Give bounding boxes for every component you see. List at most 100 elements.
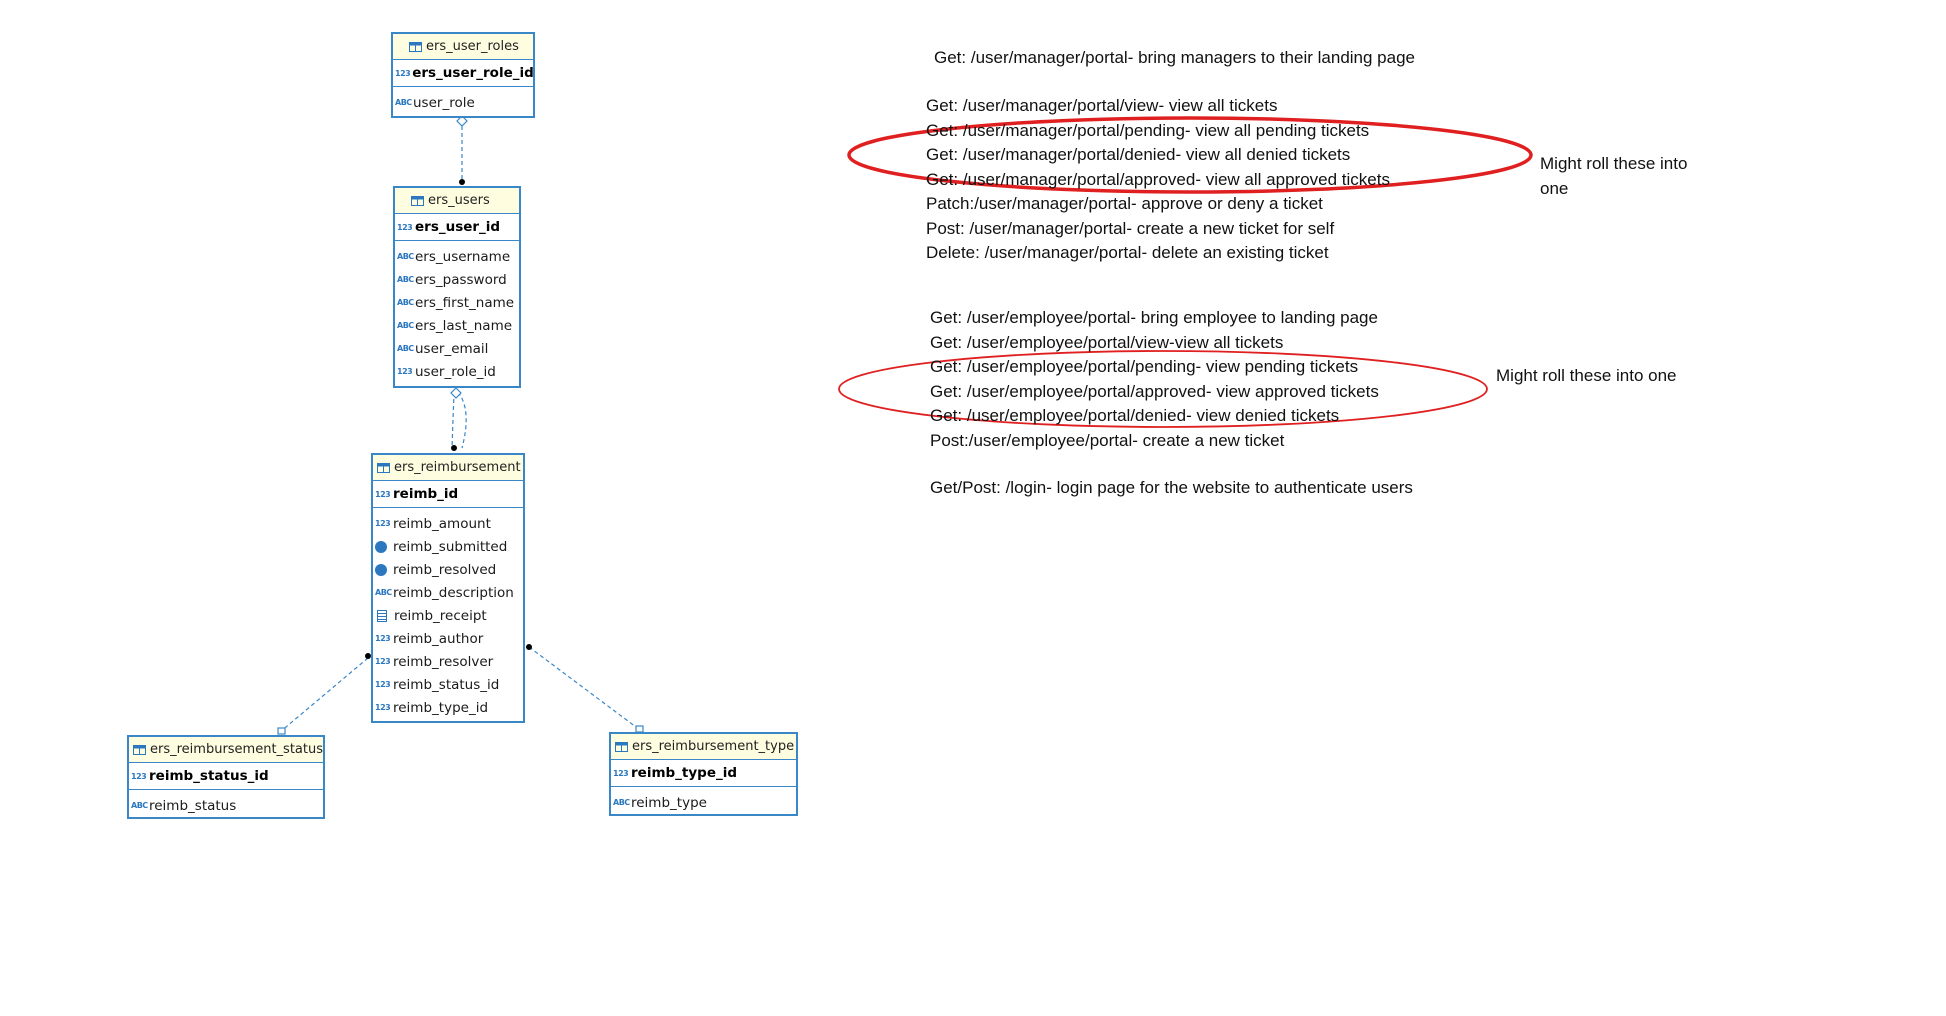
link-start-diamond — [450, 387, 462, 399]
column-name: reimb_type — [631, 794, 707, 811]
column-name: reimb_type_id — [393, 699, 489, 716]
text-type-icon: ABC — [395, 98, 412, 107]
endpoint-line: Get: /user/manager/portal/view- view all… — [926, 96, 1278, 115]
column-row[interactable]: reimb_resolved — [373, 558, 523, 581]
endpoint-line: Get: /user/manager/portal/denied- view a… — [926, 145, 1351, 164]
table-icon — [133, 744, 146, 755]
table-icon — [409, 41, 422, 52]
primary-key-name: ers_user_role_id — [412, 65, 534, 81]
column-name: ers_password — [415, 271, 507, 288]
text-type-icon: ABC — [397, 321, 414, 330]
key-icon: 123 — [397, 222, 413, 232]
table-name: ers_users — [428, 193, 490, 208]
annotation-line: Might roll these into — [1540, 154, 1688, 173]
table-icon — [615, 741, 628, 752]
clock-icon — [375, 563, 387, 576]
endpoint-line: Get: /user/employee/portal/approved- vie… — [930, 381, 1379, 401]
column-name: user_role — [413, 94, 475, 111]
number-type-icon: 123 — [397, 367, 413, 376]
endpoint-line: Post:/user/employee/portal- create a new… — [930, 430, 1285, 450]
column-name: reimb_amount — [393, 515, 491, 532]
text-type-icon: ABC — [397, 275, 414, 284]
table-name: ers_reimbursement_type — [632, 739, 795, 754]
manager-landing-note: Get: /user/manager/portal- bring manager… — [934, 48, 1415, 67]
link-start-marker — [277, 727, 286, 735]
number-type-icon: 123 — [375, 680, 391, 689]
column-row[interactable]: reimb_receipt — [373, 604, 523, 627]
column-name: ers_first_name — [415, 294, 515, 311]
primary-key-name: ers_user_id — [415, 219, 501, 235]
endpoint-line: Get: /user/employee/portal- bring employ… — [930, 308, 1378, 327]
text-type-icon: ABC — [397, 298, 414, 307]
manager-endpoint-list: Get: /user/manager/portal/view- view all… — [926, 94, 1390, 266]
link-end-dot — [451, 445, 457, 451]
employee-highlight-circle — [838, 350, 1488, 428]
key-icon: 123 — [131, 771, 147, 781]
endpoint-line: Delete: /user/manager/portal- delete an … — [926, 243, 1329, 262]
number-type-icon: 123 — [375, 519, 391, 528]
employee-endpoint-list: Get: /user/employee/portal- bring employ… — [930, 306, 1379, 453]
table-icon — [411, 195, 424, 206]
column-name: reimb_resolved — [393, 561, 497, 578]
login-endpoint-note: Get/Post: /login- login page for the web… — [930, 478, 1413, 497]
text-type-icon: ABC — [131, 801, 148, 810]
key-icon: 123 — [613, 768, 629, 778]
table-header: ers_users — [395, 188, 519, 214]
table-header: ers_reimbursement_type — [611, 734, 796, 760]
key-icon: 123 — [375, 489, 391, 499]
annotation-line: one — [1540, 178, 1569, 198]
link-end-dot — [459, 179, 465, 185]
table-name: ers_user_roles — [426, 39, 519, 54]
text-type-icon: ABC — [375, 588, 392, 597]
table-header: ers_reimbursement — [373, 455, 523, 481]
primary-key-name: reimb_id — [393, 486, 459, 502]
column-name: ers_last_name — [415, 317, 513, 334]
primary-key-name: reimb_type_id — [631, 765, 738, 781]
table-name: ers_reimbursement_status — [150, 742, 323, 757]
column-name: reimb_receipt — [394, 607, 487, 624]
column-name: reimb_status — [149, 797, 237, 814]
column-name: reimb_description — [393, 584, 514, 601]
link-start-diamond — [456, 115, 468, 127]
table-name: ers_reimbursement — [394, 460, 521, 475]
column-row[interactable]: reimb_submitted — [373, 535, 523, 558]
column-name: reimb_author — [393, 630, 484, 647]
column-name: reimb_submitted — [393, 538, 508, 555]
link-users-reimb-2 — [457, 391, 467, 449]
endpoint-line: Get: /user/employee/portal/pending- view… — [930, 357, 1359, 376]
primary-key-name: reimb_status_id — [149, 768, 269, 784]
endpoint-line: Get: /user/employee/portal/view-view all… — [930, 332, 1284, 352]
manager-annotation: Might roll these into one — [1540, 152, 1687, 201]
link-users-reimb-1 — [451, 391, 455, 449]
endpoint-line: Patch:/user/manager/portal- approve or d… — [926, 194, 1323, 213]
endpoint-line: Get: /user/manager/portal/approved- view… — [926, 169, 1390, 189]
endpoint-line: Get: /user/manager/portal/pending- view … — [926, 120, 1370, 140]
key-icon: 123 — [395, 68, 411, 78]
